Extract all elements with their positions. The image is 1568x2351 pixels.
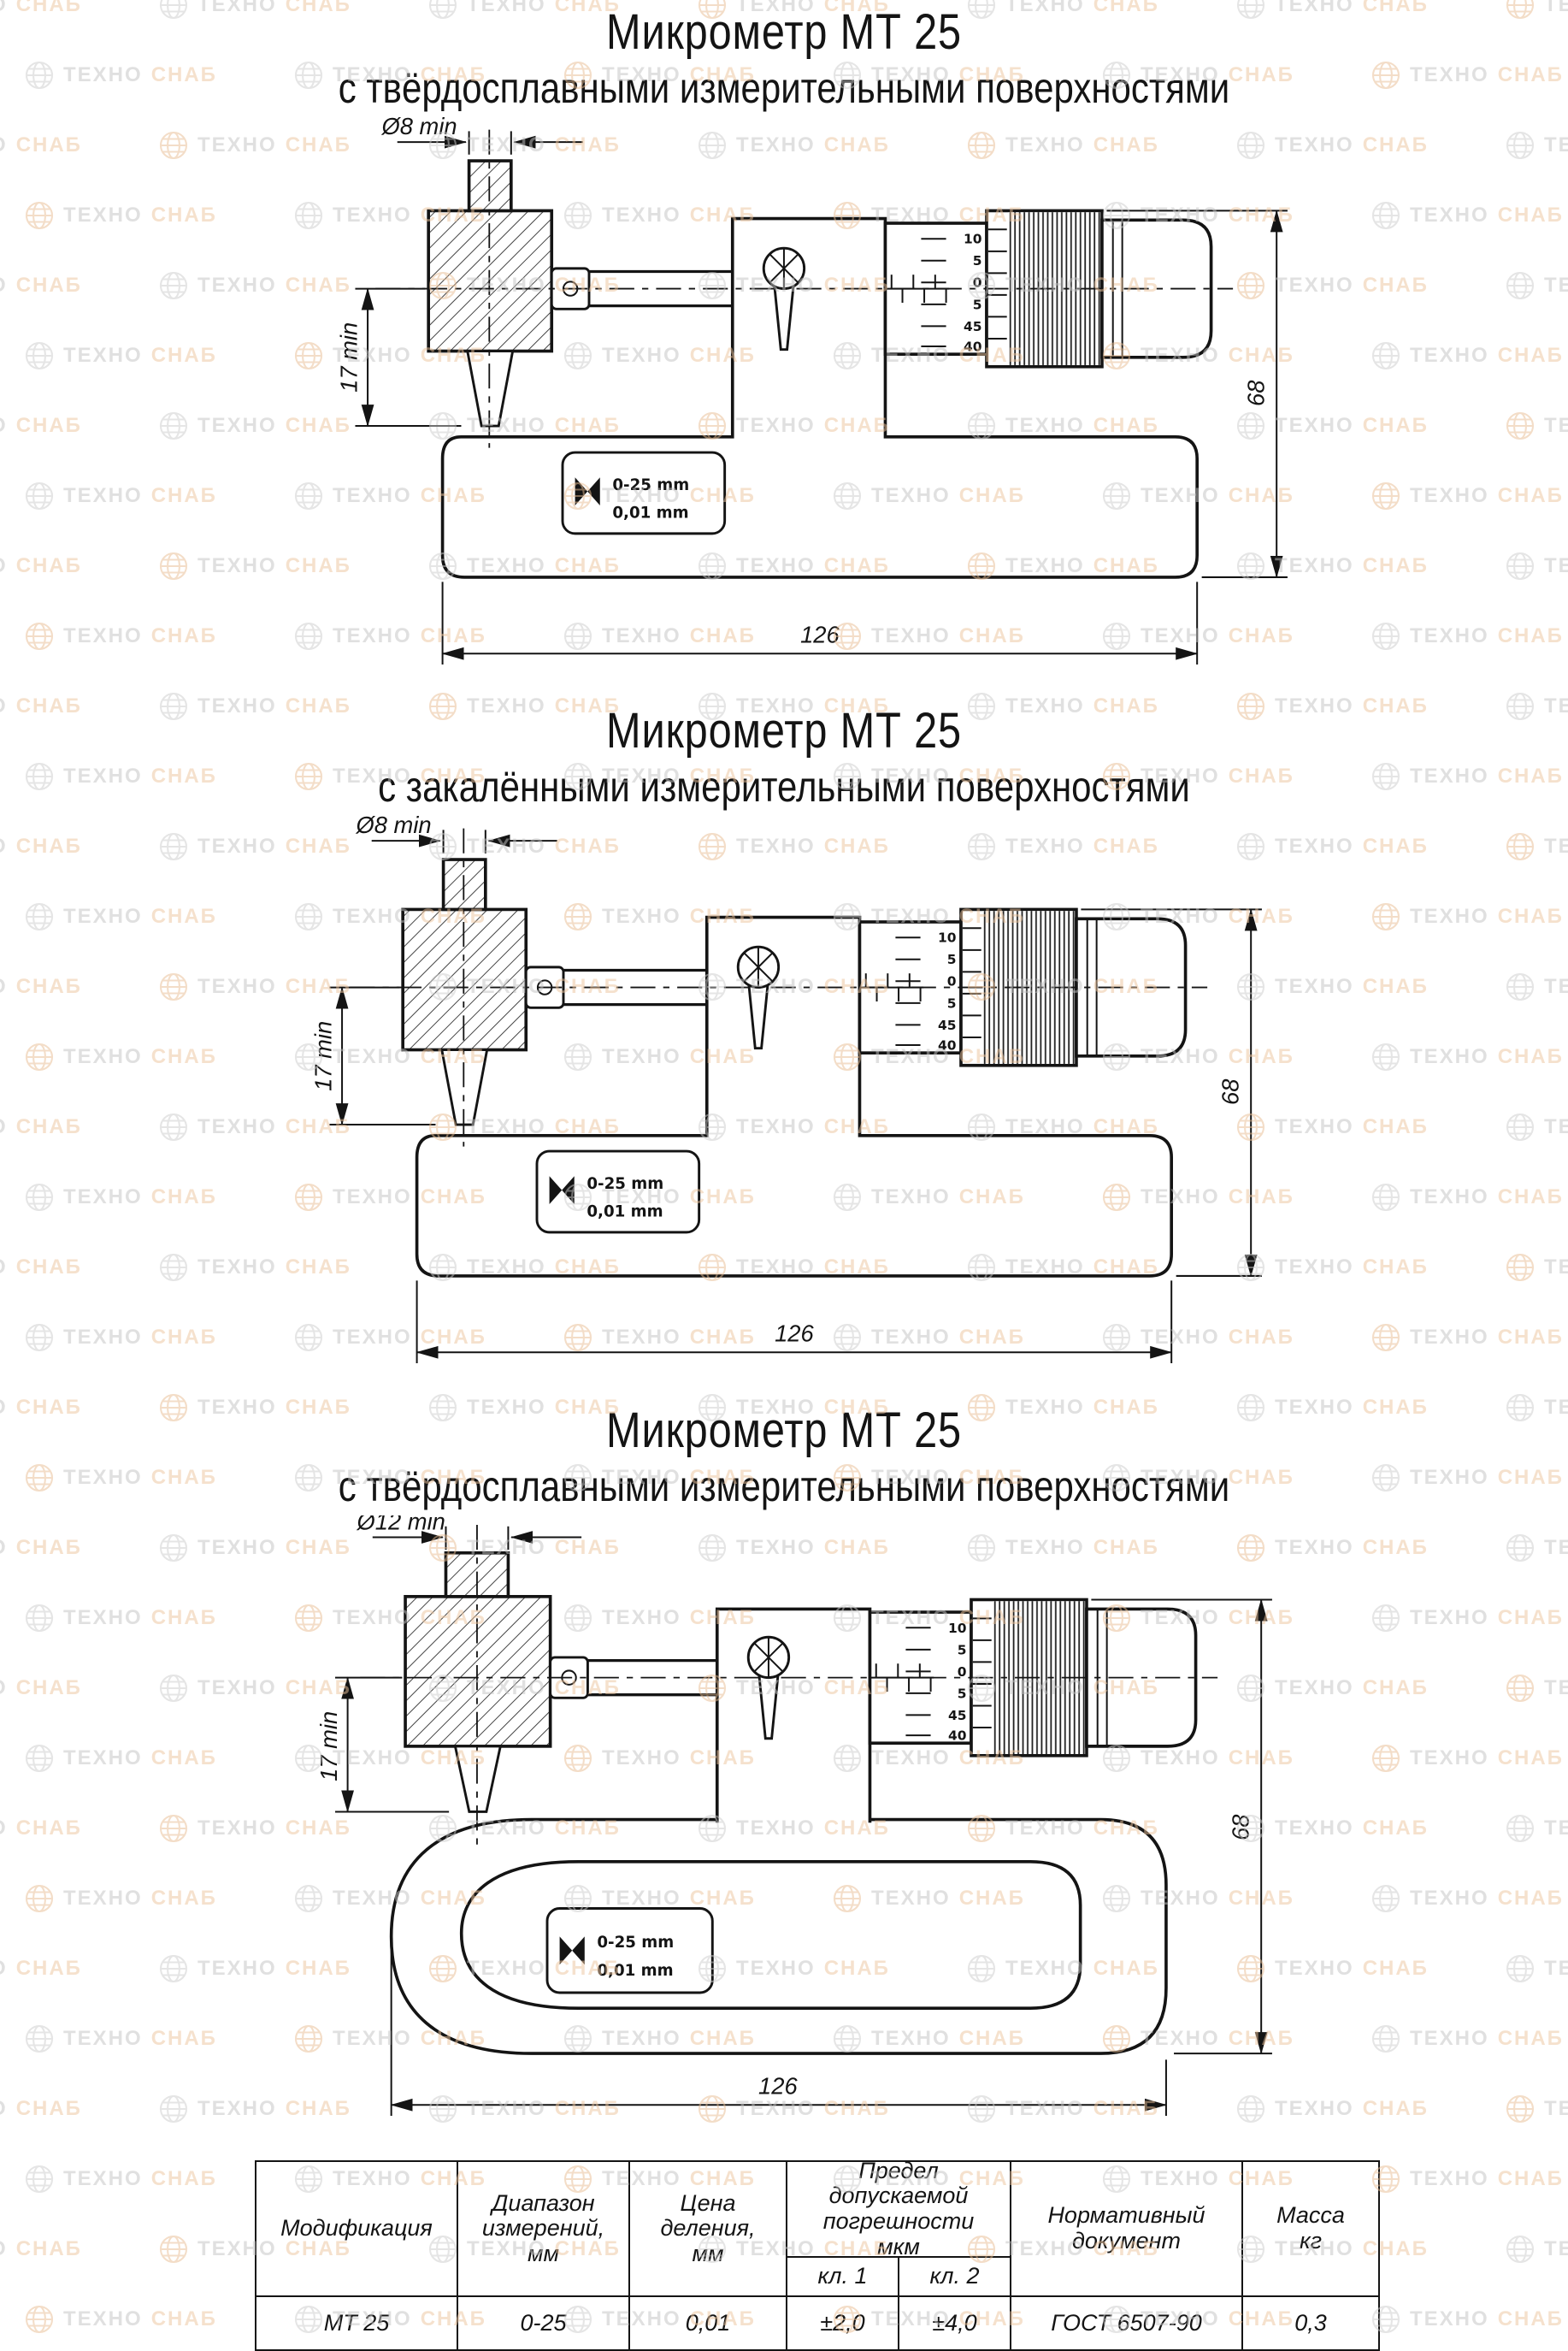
dim-label-diameter: Ø12 min [357,1515,445,1534]
figure-2-drawing: 0-25 mm 0,01 mm [309,816,1262,1364]
anvil-assembly [404,1551,589,1813]
header-modification: Модификация [256,2162,458,2298]
value-division: 0,01 [630,2297,787,2350]
header-range: Диапазон измерений, мм [458,2162,630,2298]
dim-label-length: 126 [758,2072,798,2099]
dim-label-diameter: Ø8 min [355,816,431,838]
sleeve-scale-number: 40 [938,1038,957,1054]
dim-label-height: 68 [1217,1078,1244,1105]
plate-division: 0,01 mm [587,1203,663,1221]
data-plate: 0-25 mm 0,01 mm [535,1149,701,1234]
figure-title-line2: с твёрдосплавными измерительными поверхн… [338,1462,1230,1510]
value-modification: МТ 25 [256,2297,458,2350]
sleeve-scale-number: 10 [938,930,957,946]
header-error-class2: кл. 2 [899,2258,1011,2298]
value-range: 0-25 [458,2297,630,2350]
plate-range: 0-25 mm [587,1175,663,1193]
figure-title-line2: с закалёнными измерительными поверхностя… [378,763,1190,812]
anvil-assembly [401,858,565,1126]
sleeve-scale-number: 45 [964,319,982,334]
sleeve-scale-number: 5 [947,996,957,1012]
figure-title-line2: с твёрдосплавными измерительными поверхн… [338,63,1230,112]
figure-title-line1: Микрометр МТ 25 [606,703,962,759]
figure-title-line1: Микрометр МТ 25 [606,1402,962,1458]
value-document: ГОСТ 6507-90 [1011,2297,1243,2350]
dim-label-diameter: Ø8 min [380,117,457,139]
value-error-class1: ±2,0 [787,2297,899,2350]
dim-anvil-diameter: Ø8 min [355,816,557,854]
dim-label-throat: 17 min [335,322,362,393]
value-error-class2: ±4,0 [899,2297,1011,2350]
data-plate: 0-25 mm 0,01 mm [545,1906,714,1994]
dim-label-throat: 17 min [315,1711,342,1781]
sleeve-scale-number: 5 [973,297,982,312]
plate-range: 0-25 mm [612,476,689,494]
dim-length: 126 [441,582,1199,665]
dim-anvil-diameter: Ø8 min [380,117,583,155]
sleeve-scale-number: 40 [964,339,982,354]
sleeve-scale-number: 10 [948,1621,967,1636]
header-division: Цена деления, мм [630,2162,787,2298]
figure-1-title: Микрометр МТ 25 с твёрдосплавными измери… [126,4,1443,112]
figure-2-title: Микрометр МТ 25 с закалёнными измеритель… [126,703,1443,812]
data-plate: 0-25 mm 0,01 mm [561,451,727,535]
dim-height: 68 [1106,210,1288,578]
figure-2-section: Микрометр МТ 25 с закалёнными измеритель… [0,703,1568,1377]
dim-label-length: 126 [775,1320,814,1347]
sleeve-scale-number: 40 [948,1728,967,1743]
sleeve-scale-number: 45 [938,1018,957,1033]
dim-length: 126 [416,1280,1173,1364]
sleeve-scale-number: 5 [947,953,957,968]
plate-range: 0-25 mm [597,1934,674,1952]
sleeve-scale-number: 5 [973,253,982,269]
dim-label-height: 68 [1228,1814,1254,1840]
spindle [589,269,733,308]
sleeve-scale-number: 0 [947,974,957,989]
lock-lever [762,246,806,351]
centerlines [375,129,1234,448]
sleeve-scale-number: 5 [958,1642,967,1657]
lock-lever [736,946,781,1050]
figure-1-drawing: 0-25 mm 0,01 mm [335,117,1288,665]
spec-table: Модификация Диапазон измерений, мм Цена … [255,2158,1380,2351]
lock-lever [746,1635,791,1740]
figure-1-section: Микрометр МТ 25 с твёрдосплавными измери… [0,4,1568,678]
anvil-assembly [427,159,591,428]
header-document: Нормативный документ [1011,2162,1243,2298]
spindle [587,1658,717,1697]
plate-division: 0,01 mm [597,1962,673,1980]
spindle [563,969,707,1007]
dim-label-height: 68 [1243,380,1270,406]
sleeve-scale-number: 45 [948,1708,967,1723]
dim-length: 126 [390,1948,1168,2116]
dim-anvil-diameter: Ø12 min [357,1515,582,1550]
sleeve-scale-number: 5 [958,1686,967,1701]
figure-title-line1: Микрометр МТ 25 [606,4,962,60]
header-error-class1: кл. 1 [787,2258,899,2298]
dim-label-throat: 17 min [309,1021,336,1091]
centerlines [350,828,1208,1147]
figure-3-section: Микрометр МТ 25 с твёрдосплавными измери… [0,1403,1568,2131]
sleeve-scale-number: 10 [964,232,982,247]
sleeve-scale-number: 0 [958,1664,967,1680]
value-mass: 0,3 [1294,2309,1327,2336]
centerlines [360,1524,1218,1851]
maker-logo-icon [559,1936,585,1964]
figure-3-title: Микрометр МТ 25 с твёрдосплавными измери… [126,1403,1443,1510]
header-mass: Масса кг [1243,2162,1378,2298]
plate-division: 0,01 mm [612,505,688,523]
dim-label-length: 126 [800,621,840,647]
header-error: Предел допускаемой погрешности мкм [787,2158,1011,2259]
figure-3-drawing: 0-25 mm 0,01 mm [315,1515,1272,2116]
